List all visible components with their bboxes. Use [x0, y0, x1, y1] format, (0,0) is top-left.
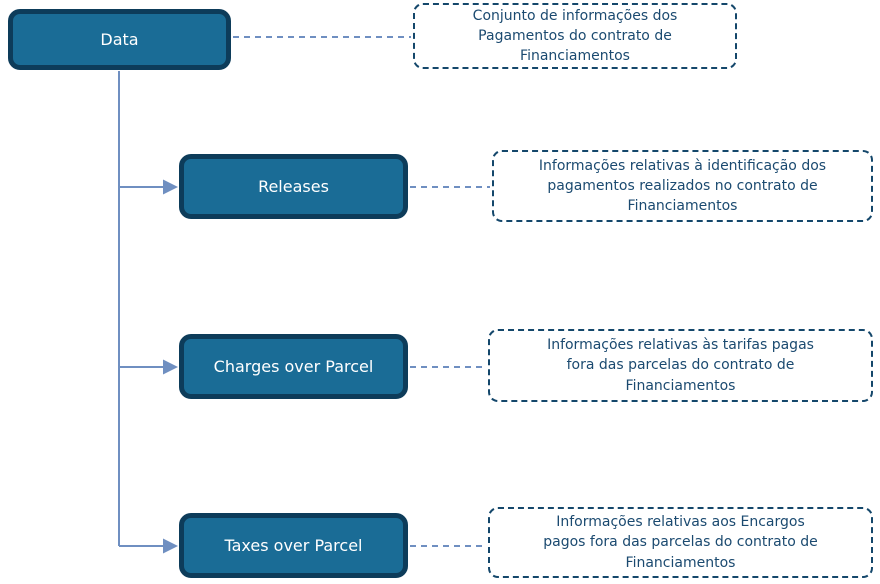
note-taxes-over-parcel-text: Informações relativas aos Encargos pagos… — [543, 514, 818, 571]
note-taxes-over-parcel: Informações relativas aos Encargos pagos… — [488, 507, 873, 578]
note-data: Conjunto de informações dos Pagamentos d… — [413, 3, 737, 69]
node-taxes-over-parcel: Taxes over Parcel — [179, 513, 408, 578]
note-charges-over-parcel-text: Informações relativas às tarifas pagas f… — [547, 337, 814, 394]
node-releases-label: Releases — [258, 177, 329, 196]
note-charges-over-parcel: Informações relativas às tarifas pagas f… — [488, 329, 873, 402]
node-taxes-over-parcel-label: Taxes over Parcel — [224, 536, 363, 555]
note-releases-text: Informações relativas à identificação do… — [538, 157, 827, 215]
node-charges-over-parcel: Charges over Parcel — [179, 334, 408, 399]
node-charges-over-parcel-label: Charges over Parcel — [213, 357, 374, 376]
arrowhead-icon-taxes — [163, 538, 178, 554]
node-data-label: Data — [100, 30, 139, 49]
node-releases: Releases — [179, 154, 408, 219]
note-releases: Informações relativas à identificação do… — [492, 150, 873, 222]
node-data: Data — [8, 9, 231, 70]
arrowhead-icon-releases — [163, 179, 178, 195]
note-data-text: Conjunto de informações dos Pagamentos d… — [472, 7, 678, 65]
arrowhead-icon-charges — [163, 359, 178, 375]
